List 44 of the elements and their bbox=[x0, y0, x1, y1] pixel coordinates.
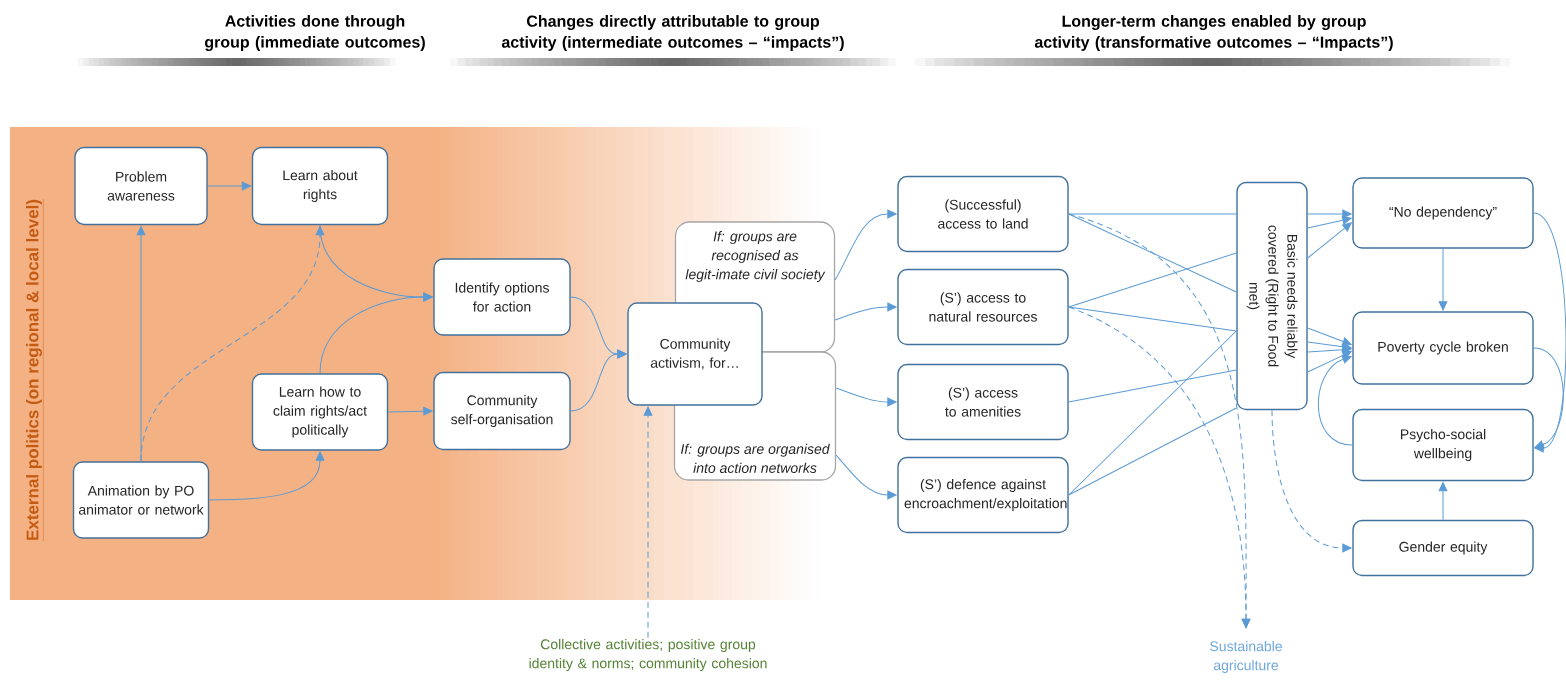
column-heading: Changes directly attributable to group activity (intermediate outcomes – “impacts”) bbox=[501, 15, 844, 51]
process-box: (S’) access to natural resources bbox=[897, 268, 1069, 346]
arrow bbox=[1307, 215, 1352, 229]
process-box: (S’) defence against encroachment/exploitation bbox=[897, 456, 1069, 534]
process-box: Gender equity bbox=[1352, 519, 1534, 577]
arrow bbox=[1068, 306, 1251, 629]
note-text: Collective activities; positive group identity & norms; community cohesion bbox=[529, 639, 767, 672]
arrow bbox=[207, 181, 252, 191]
arrow bbox=[1271, 409, 1352, 553]
arrow bbox=[1307, 222, 1352, 259]
note-text: Sustainable agriculture bbox=[1210, 641, 1282, 674]
arrow bbox=[1317, 355, 1353, 446]
arrow bbox=[1307, 209, 1352, 219]
process-box: “No dependency” bbox=[1352, 177, 1534, 249]
process-box: (S’) access to amenities bbox=[897, 363, 1069, 441]
column-heading: Longer-term changes enabled by group activity (transformative outcomes – “Impacts”) bbox=[1034, 15, 1393, 51]
process-box: Basic needs reliably covered (Right to Food met) bbox=[1236, 181, 1308, 411]
process-box: Community self-organisation bbox=[433, 371, 571, 451]
process-box: Animation by PO animator or network bbox=[72, 461, 210, 539]
arrow bbox=[643, 406, 653, 639]
arrow bbox=[834, 209, 897, 281]
process-box: Identify options for action bbox=[433, 258, 571, 336]
arrow bbox=[1307, 351, 1352, 373]
arrow bbox=[1438, 248, 1448, 311]
arrow bbox=[319, 292, 433, 374]
arrow bbox=[140, 225, 325, 462]
arrow bbox=[834, 302, 897, 321]
process-box: Poverty cycle broken bbox=[1352, 311, 1534, 385]
arrow bbox=[570, 349, 627, 412]
column-heading: Activities done through group (immediate outcomes) bbox=[205, 15, 425, 51]
process-box: Learn about rights bbox=[251, 146, 389, 226]
arrow bbox=[835, 387, 897, 407]
arrow bbox=[835, 454, 897, 500]
process-box: Learn how to claim rights/act politically bbox=[251, 373, 389, 451]
process-box: (Successful) access to land bbox=[897, 175, 1069, 253]
arrow bbox=[208, 451, 325, 501]
process-box: Community activism, for… bbox=[627, 302, 763, 406]
arrow bbox=[1307, 327, 1352, 346]
process-box: Problem awareness bbox=[74, 146, 208, 226]
arrow bbox=[1533, 347, 1564, 449]
arrow bbox=[1307, 345, 1352, 354]
arrow bbox=[387, 406, 433, 416]
process-box: Psycho-social wellbeing bbox=[1352, 408, 1534, 482]
arrow bbox=[1438, 481, 1448, 521]
